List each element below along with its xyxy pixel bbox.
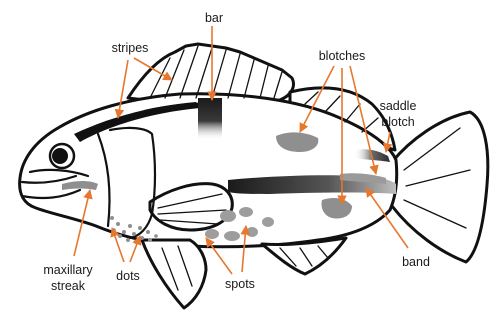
anal-fin <box>262 238 346 274</box>
label-dots: dots <box>116 269 140 283</box>
pelvic-fin <box>142 240 206 308</box>
label-maxillary-streak-1: maxillary <box>43 263 93 277</box>
label-maxillary-streak-2: streak <box>51 279 86 293</box>
label-stripes: stripes <box>112 41 149 55</box>
label-spots: spots <box>225 277 255 291</box>
label-blotches: blotches <box>319 49 366 63</box>
pupil <box>52 148 68 164</box>
label-bar: bar <box>205 11 223 25</box>
label-saddle-blotch-2: blotch <box>381 115 414 129</box>
label-band: band <box>402 255 430 269</box>
label-saddle-blotch-1: saddle <box>380 99 417 113</box>
bar-marking <box>198 98 222 140</box>
tail-fin <box>392 112 488 262</box>
